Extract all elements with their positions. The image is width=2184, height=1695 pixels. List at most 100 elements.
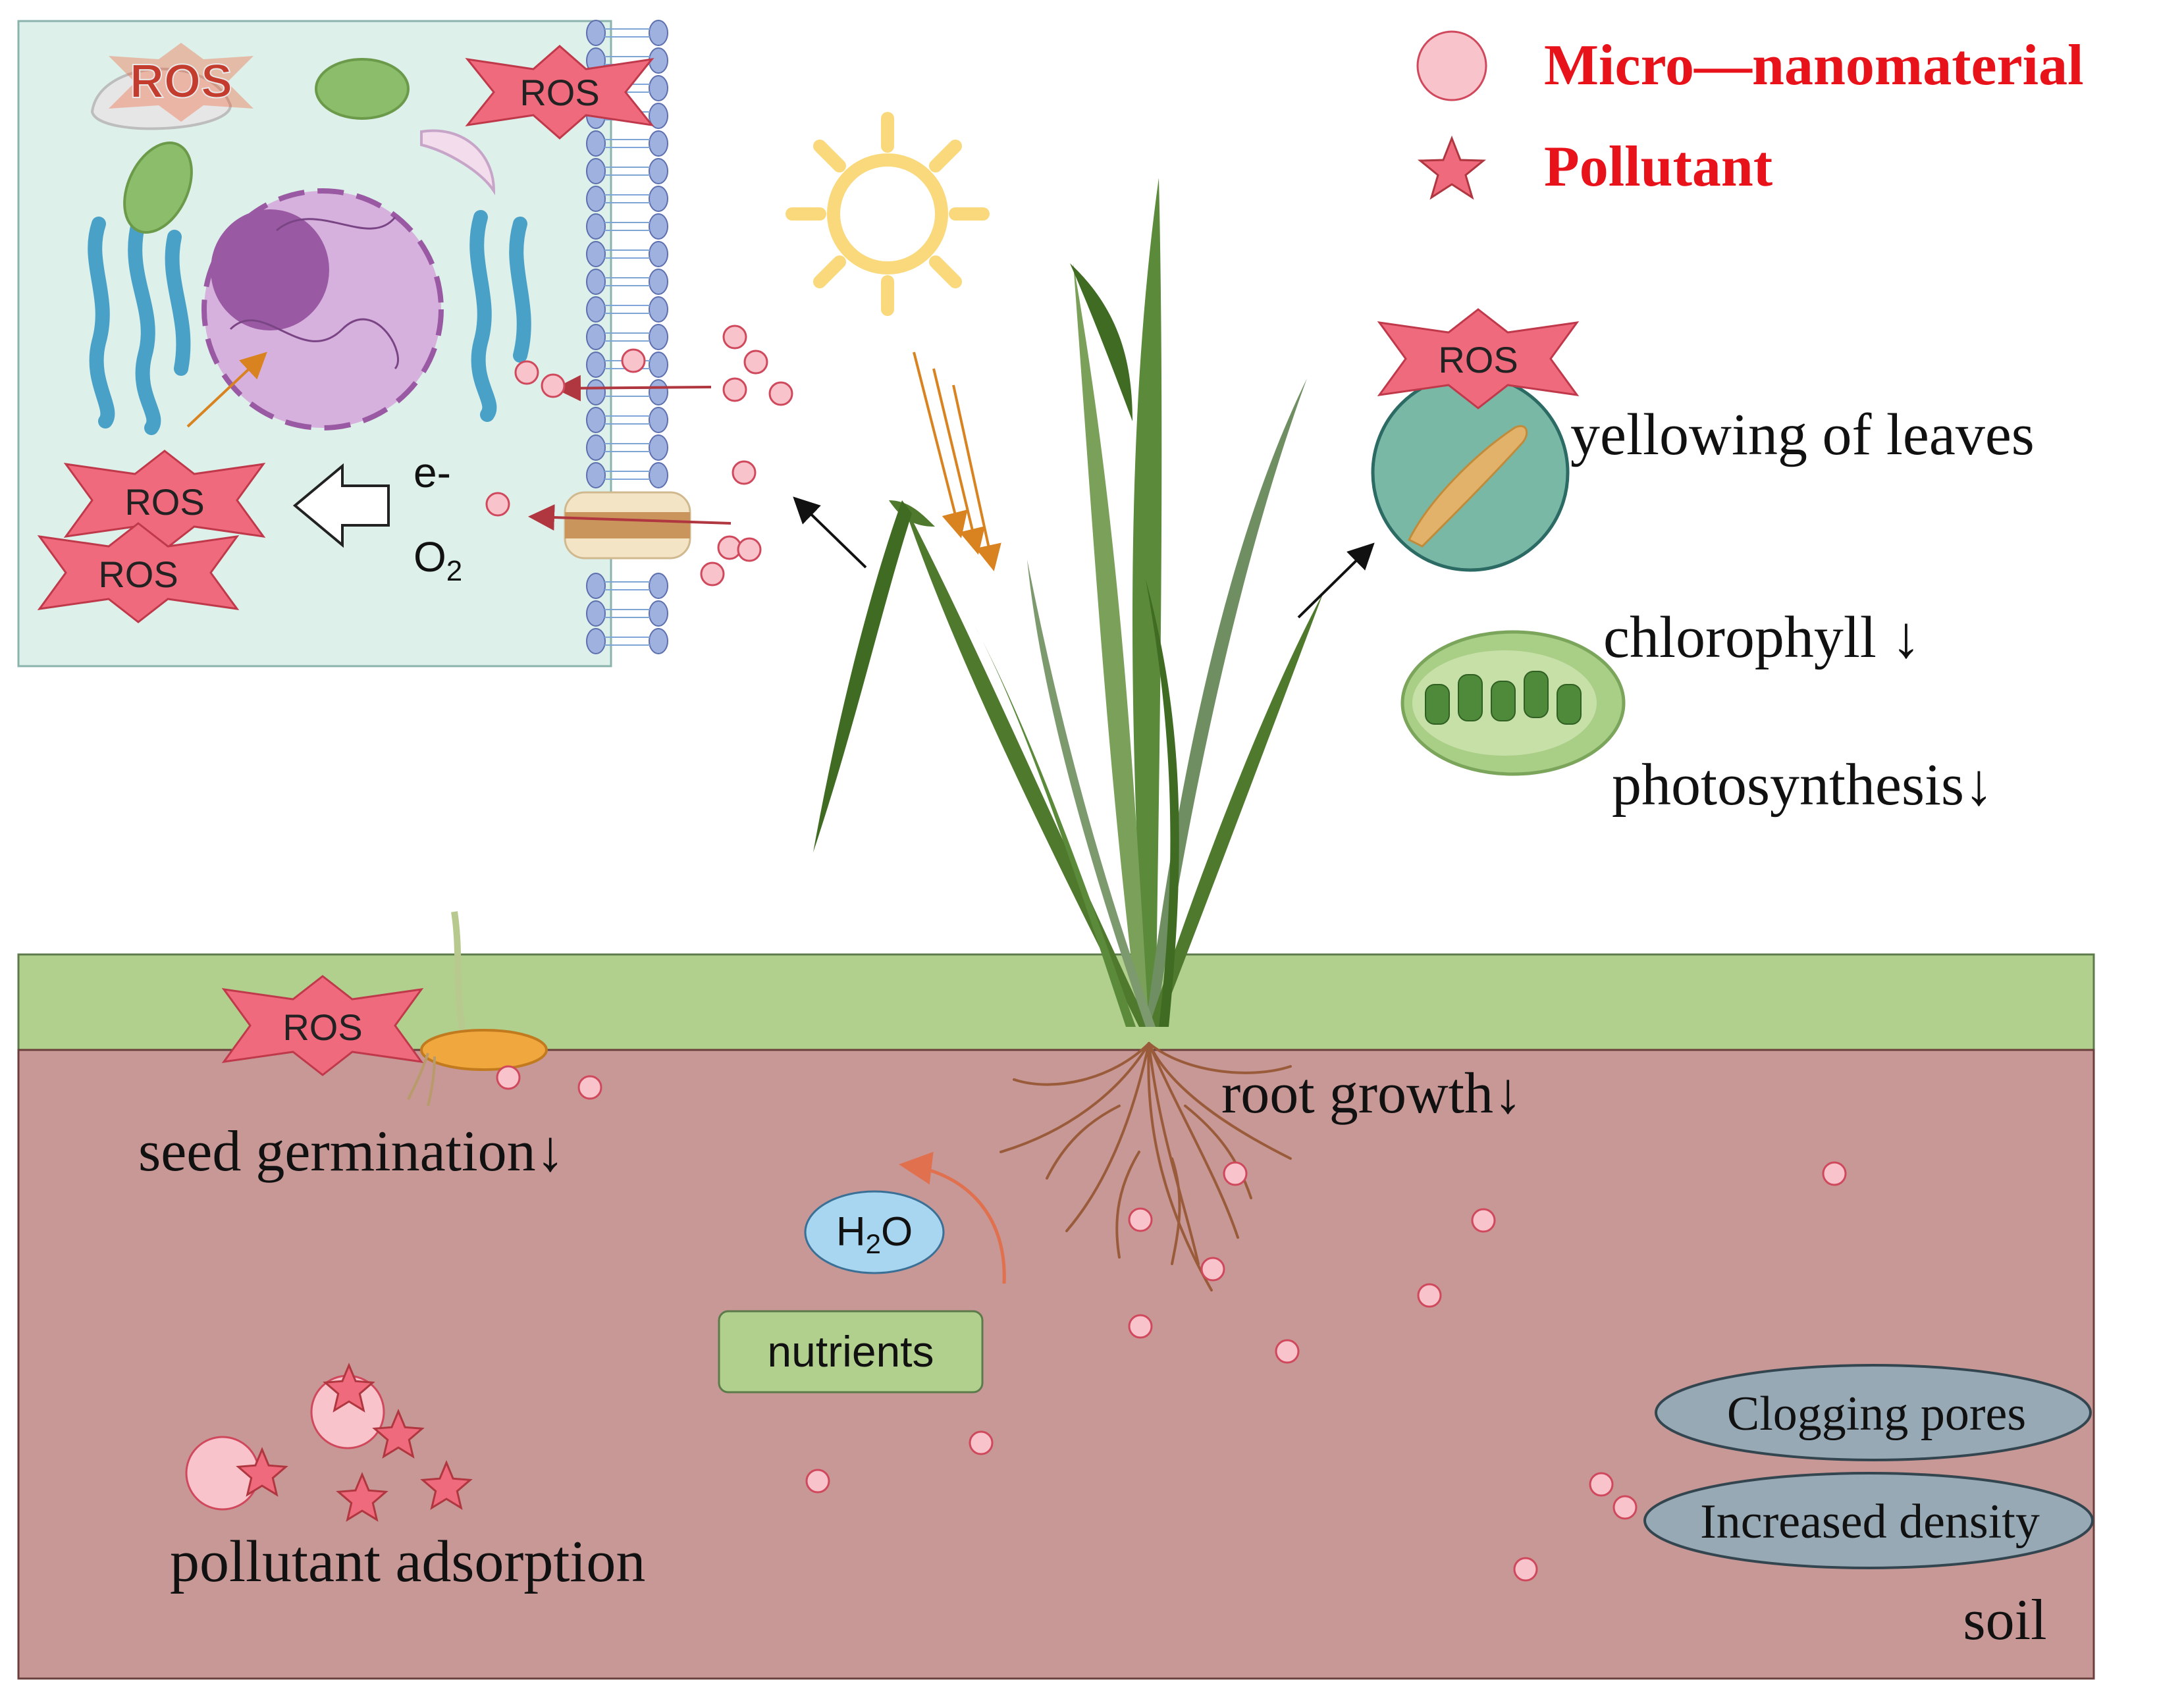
clogging-pores-badge [1655,1364,2092,1461]
yellowing-of-leaves-label: yellowing of leaves [1570,402,2035,467]
nanoparticle [541,373,566,398]
chlorophyll-label: chlorophyll ↓ [1603,605,1921,670]
yellowed-leaf-icon [1407,425,1528,548]
nanoparticle [496,1065,521,1090]
membrane-lipid-head [649,379,668,405]
membrane-lipid-tail [604,609,650,618]
oxygen-label: O2 [413,533,462,587]
membrane-lipid-tail [604,139,650,148]
ros-burst-icon [109,43,253,122]
pollutant-star-icon [336,1472,388,1522]
leaf-to-magnified-arrow [1297,542,1375,619]
membrane-lipid-tail [604,332,650,342]
nanoparticle [1200,1257,1225,1282]
pollutant-star-icon [323,1363,375,1413]
leaf-blade [1132,178,1162,1027]
membrane-lipid-head [649,407,668,433]
increased-density-label: Increased density [1700,1495,2040,1549]
nanoparticle [722,325,747,350]
nutrients-label: nutrients [767,1327,934,1376]
root-growth-label: root growth↓ [1221,1062,1522,1126]
nanoparticle [1589,1472,1614,1497]
membrane-lipid-head [649,352,668,378]
nanoparticle [743,350,768,375]
sunlight-arrows [913,352,1001,571]
ros-label: ROS [130,55,232,108]
legend: Micro—nanomaterial Pollutant [1416,30,2084,200]
membrane-lipid-head [586,352,606,378]
water-label: H2O [836,1209,913,1259]
nanoparticle [1471,1208,1496,1233]
nanomaterial-entry-arrow [528,504,732,531]
chloroplast-icon [123,58,410,234]
leaf-blade [1149,592,1323,1027]
nanoparticle [1822,1161,1847,1186]
membrane-lipid-head [586,628,606,654]
nanoparticle [1612,1495,1638,1520]
soil-body [17,1049,2095,1680]
nanoparticle [621,348,646,373]
nanoparticle [722,377,747,402]
clogging-pores-label: Clogging pores [1727,1387,2026,1441]
legend-nanomaterial-label: Micro—nanomaterial [1544,34,2084,97]
leaf-to-cell-arrow [793,496,867,569]
ros-label: ROS [519,72,599,113]
membrane-lipid-head [586,324,606,350]
nanoparticle [1128,1207,1153,1232]
pollutant-star-icon [236,1447,288,1497]
ros-label: ROS [282,1006,362,1048]
nutrients-box [718,1310,984,1394]
nanoparticle [577,1075,602,1100]
increased-density-badge [1643,1472,2094,1569]
pollutant-star-icon [420,1460,473,1510]
pollutant-star-icons [236,1363,473,1522]
membrane-lipid-head [586,241,606,267]
membrane-lipid-head [586,269,606,295]
nanoparticle [732,460,757,485]
membrane-lipid-head [649,269,668,295]
membrane-lipid-tail [604,167,650,176]
nanoparticle [1513,1557,1538,1582]
endoplasmic-reticulum [88,210,531,435]
nanoparticle [1417,1283,1442,1308]
membrane-lipid-head [649,158,668,184]
nanomaterial-entry-arrow [554,375,712,402]
nanomaterial-legend-icon [1416,30,1487,101]
membrane-lipid-head [649,324,668,350]
chloroplast-icon [1400,630,1626,776]
membrane-lipid-tail [604,415,650,425]
nanoparticle [485,492,510,517]
membrane-lipid-tail [604,637,650,646]
membrane-lipid-head [649,241,668,267]
pollutant-star-icon [372,1409,425,1459]
membrane-lipid-tail [604,305,650,314]
membrane-lipid-tail [604,222,650,231]
membrane-channel-protein [564,491,691,560]
membrane-lipid-head [649,573,668,599]
leaf-blade [1073,263,1149,1027]
membrane-lipid-head [586,434,606,461]
nanoparticle [1128,1314,1153,1339]
membrane-lipid-tail [604,277,650,286]
seed-germination-label: seed germination↓ [138,1120,565,1184]
nanoparticle [514,360,539,385]
membrane-lipid-head [586,186,606,212]
membrane-lipid-tail [604,194,650,203]
nucleus [201,188,444,430]
membrane-lipid-head [649,20,668,46]
legend-pollutant-label: Pollutant [1544,135,1772,199]
membrane-lipid-head [586,379,606,405]
leaf-blade [813,500,912,852]
membrane-lipid-head [586,462,606,488]
membrane-lipid-head [586,213,606,240]
ros-burst-icon [1377,308,1580,409]
nanoparticle-cluster [485,325,1847,1582]
ros-burst-icon [37,522,240,623]
nanoparticle [805,1469,830,1494]
cell-membrane [586,20,668,654]
water-bubble [804,1190,945,1274]
leaf-blade [974,625,1136,1027]
membrane-lipid-head [586,407,606,433]
wheat-plant [813,178,1323,1027]
membrane-lipid-head [649,296,668,323]
